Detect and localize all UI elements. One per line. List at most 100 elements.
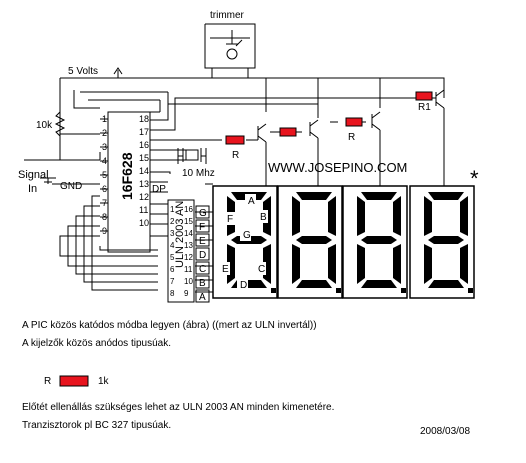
legend-r-label: R (44, 376, 52, 387)
pic-pin-18: 18 (139, 114, 149, 124)
segment-label-bg-d (237, 278, 248, 291)
segment-label-g: G (243, 230, 251, 241)
digit-4-dp (468, 288, 473, 293)
digit-2-segment-2 (328, 196, 336, 236)
resistor-1 (225, 135, 245, 145)
ground-icon (40, 177, 56, 184)
segment-label-bg-b (257, 210, 268, 223)
digit-2-segment-5 (292, 244, 300, 284)
digit-3 (342, 185, 408, 299)
digit-3-segment-3 (357, 196, 365, 236)
note-line-1: A PIC közös katódos módba legyen (ábra) … (22, 320, 317, 331)
trimmer-label: trimmer (210, 10, 245, 21)
website-label: WWW.JOSEPINO.COM (268, 160, 407, 175)
resistor-3 (345, 117, 363, 127)
segment-label-bg-a (245, 194, 256, 207)
digit-2-segment-6 (328, 244, 336, 284)
uln-pin-3: 3 (170, 229, 175, 238)
pic-pin-10: 10 (139, 218, 149, 228)
segment-label-b: B (260, 212, 267, 223)
digit-2-segment-3 (292, 196, 300, 236)
uln-pin-6: 6 (170, 265, 175, 274)
vcc-arrow-icon (113, 67, 123, 75)
uln-pin-15: 15 (184, 217, 193, 226)
resistor-label-r: R (232, 150, 239, 161)
digit-3-segment-1 (361, 192, 397, 200)
uln-right-pin-group: 16 15 14 13 12 11 10 9 (184, 205, 193, 298)
uln-pin-4: 4 (170, 241, 175, 250)
legend-resistor-swatch (59, 375, 89, 387)
asterisk-label: * (470, 166, 479, 191)
segment-label-c: C (258, 264, 265, 275)
crystal-label: 10 Mhz (182, 168, 215, 179)
legend-value-label: 1k (98, 376, 109, 387)
digit-4-segment-6 (460, 244, 468, 284)
resistor-r1 (415, 91, 433, 101)
pic-pin-14: 14 (139, 166, 149, 176)
vcc-label: 5 Volts (68, 66, 98, 77)
digit-1-dp (271, 288, 276, 293)
segment-letter-b: B (199, 278, 206, 289)
digit-2 (277, 185, 343, 299)
digit-3-segment-2 (393, 196, 401, 236)
digit-2-segment-1 (296, 192, 332, 200)
uln-pin-14: 14 (184, 229, 193, 238)
digit-2-segment-4 (296, 236, 332, 244)
digit-4-segment-5 (424, 244, 432, 284)
note-line-4: Tranzisztorok pl BC 327 tipusúak. (22, 420, 172, 431)
uln-pin-2: 2 (170, 217, 175, 226)
uln-pin-13: 13 (184, 241, 193, 250)
uln-pin-8: 8 (170, 289, 175, 298)
digit-3-segment-4 (361, 236, 397, 244)
note-line-3: Előtét ellenállás szükséges lehet az ULN… (22, 402, 335, 413)
resistor-label-r1: R1 (418, 102, 431, 113)
uln-pin-11: 11 (184, 265, 193, 274)
pic-pin-13: 13 (139, 179, 149, 189)
crystal-icon (178, 148, 206, 162)
segment-label-d: D (240, 280, 247, 291)
signal-label: Signal (18, 169, 49, 181)
segment-box-b (195, 275, 210, 289)
potentiometer-10k-icon (54, 111, 66, 137)
digit-4-segment-1 (428, 192, 464, 200)
segment-label-bg-e (219, 262, 230, 275)
resistor-label-r-2: R (348, 132, 355, 143)
segment-label-e: E (222, 264, 229, 275)
digit-2-segment-7 (296, 280, 332, 288)
pic-pin-17: 17 (139, 127, 149, 137)
digit-4-segment-7 (428, 280, 464, 288)
pic-pin-15: 15 (139, 153, 149, 163)
date-label: 2008/03/08 (420, 426, 471, 437)
uln-pin-9: 9 (184, 289, 189, 298)
digit-1-segment-7 (231, 280, 267, 288)
wiring (24, 23, 445, 293)
segment-box-g (195, 205, 210, 219)
segment-box-e (195, 233, 210, 247)
segment-letter-c: C (199, 264, 206, 275)
digit-4-segment-4 (428, 236, 464, 244)
segment-letter-e: E (199, 236, 206, 247)
segment-label-a: A (248, 196, 255, 207)
uln-label: ULN 2003 AN (174, 201, 186, 268)
segment-letter-a: A (199, 292, 206, 303)
digit-2-dp (336, 288, 341, 293)
uln-pin-1: 1 (170, 205, 175, 214)
segment-box-d (195, 247, 210, 261)
uln-pin-10: 10 (184, 277, 193, 286)
digit-4 (409, 185, 475, 299)
segment-label-bg-c (255, 262, 266, 275)
uln-pin-12: 12 (184, 253, 193, 262)
pot-label: 10k (36, 120, 53, 131)
digit-4-segment-3 (424, 196, 432, 236)
segment-box-c (195, 261, 210, 275)
segment-label-bg-g (240, 228, 251, 241)
gnd-label: GND (60, 181, 82, 192)
uln-pin-16: 16 (184, 205, 193, 214)
